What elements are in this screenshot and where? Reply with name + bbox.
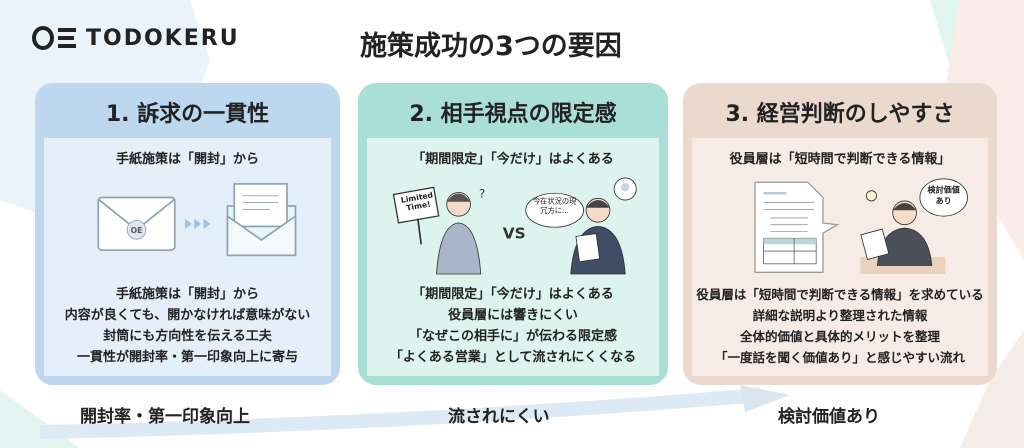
- card-line: 手紙施策は「開封」から: [115, 287, 259, 302]
- factor-card-consistency: 1. 訴求の一貫性 手紙施策は「開封」から OE 手紙施策は「開封」から 内容が…: [35, 83, 340, 385]
- closed-envelope-icon: OE: [97, 196, 176, 252]
- thought-bubble: 検討価値あり: [927, 185, 960, 206]
- card-line: 詳細な説明より整理された情報: [752, 308, 928, 323]
- speech-bubble: 今在状況の現冗方に...: [532, 197, 577, 216]
- card-subtitle: 「期間限定」「今だけ」はよくある: [412, 152, 614, 167]
- vs-label: VS: [503, 224, 526, 242]
- card-line: 「よくある営業」として流されにくくなる: [389, 350, 637, 365]
- card-subtitle: 手紙施策は「開封」から: [115, 152, 259, 167]
- arrows-icon: [184, 218, 211, 229]
- card-heading: 2. 相手視点の限定感: [409, 102, 617, 127]
- card-line: 内容が良くても、開かなければ意味がない: [64, 308, 311, 323]
- card-line: 「期間限定」「今だけ」はよくある: [412, 287, 614, 302]
- card-subtitle: 役員層は「短時間で判断できる情報」: [729, 152, 951, 167]
- card-line: 封筒にも方向性を伝える工夫: [103, 329, 272, 344]
- logo-mark-icon: [32, 25, 78, 51]
- flow-label-open-rate: 開封率・第一印象向上: [80, 407, 250, 427]
- seal-text: OE: [131, 226, 143, 235]
- factor-card-limited: 2. 相手視点の限定感 「期間限定」「今だけ」はよくある ? VS Limite…: [358, 83, 668, 385]
- card-line: 全体的価値と具体的メリットを整理: [739, 329, 940, 344]
- card-line: 「一度話を聞く価値あり」と感じやすい流れ: [714, 350, 965, 365]
- executive-icon: [860, 178, 968, 274]
- brand-name: TODOKERU: [86, 25, 240, 51]
- open-envelope-icon: [226, 183, 297, 257]
- executive-illustration: 検討価値あり: [714, 172, 968, 278]
- envelope-illustration: OE: [97, 183, 297, 257]
- card-heading: 1. 訴求の一貫性: [105, 102, 270, 127]
- card-line: 役員層は「短時間で判断できる情報」を求めている: [696, 287, 984, 302]
- flow-label-worth-considering: 検討価値あり: [778, 407, 880, 427]
- card-line: 一貫性が開封率・第一印象向上に寄与: [76, 350, 298, 365]
- comparison-illustration: ? VS Limited Time! 今在状況の現冗方に...: [389, 172, 637, 278]
- businessman-icon: [525, 177, 637, 275]
- factor-card-decision: 3. 経営判断のしやすさ 役員層は「短時間で判断できる情報」 検討価値あり 役員…: [683, 83, 997, 385]
- page-title: 施策成功の3つの要因: [360, 31, 622, 62]
- sign-person-icon: ?: [392, 187, 485, 275]
- document-icon: [754, 181, 840, 273]
- svg-text:?: ?: [479, 187, 485, 201]
- card-heading: 3. 経営判断のしやすさ: [725, 102, 955, 127]
- card-line: 「なぜこの相手に」が伝わる限定感: [408, 329, 617, 344]
- flow-label-not-ignored: 流されにくい: [448, 407, 550, 427]
- brand-logo: TODOKERU: [32, 25, 240, 51]
- card-line: 役員層には響きにくい: [448, 308, 578, 323]
